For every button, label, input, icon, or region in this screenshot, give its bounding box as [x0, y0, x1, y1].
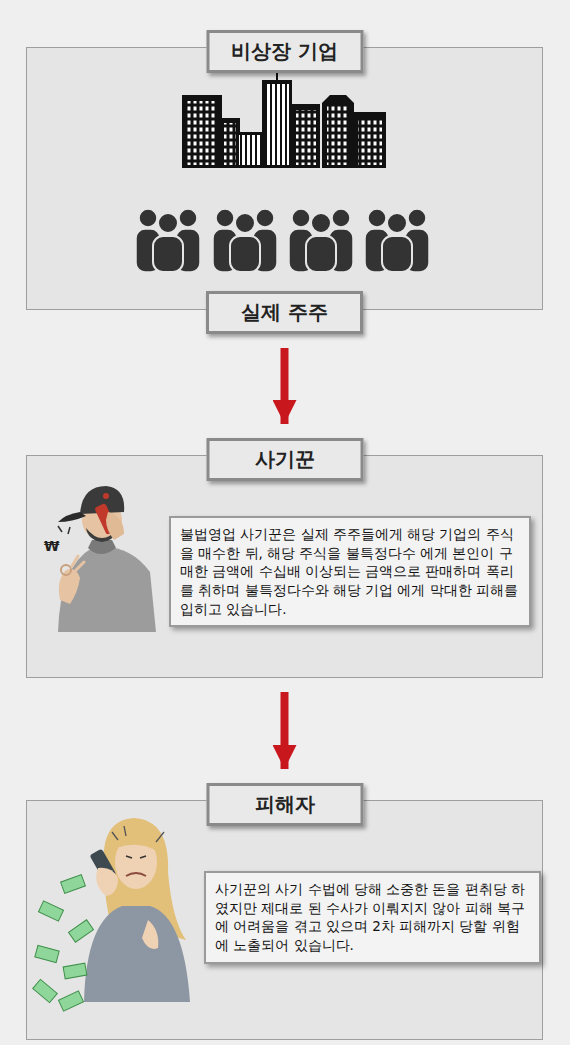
buildings — [182, 95, 222, 168]
description-box: 사기꾼의 사기 수법에 당해 소중한 돈을 편취당 하였지만 제대로 된 수사가… — [204, 871, 541, 964]
victim-figure — [84, 906, 190, 1002]
buildings — [187, 101, 217, 165]
victim-figure — [96, 868, 118, 896]
victim-figure — [112, 826, 164, 842]
buildings — [296, 110, 316, 165]
shareholder-icons — [136, 209, 200, 272]
section-title: 피해자 — [206, 783, 363, 826]
scammer-figure — [68, 527, 70, 534]
scammer-figure — [58, 512, 86, 522]
victim-figure — [140, 856, 146, 858]
tag-box: 실제 주주 — [206, 291, 363, 334]
scammer-figure — [61, 565, 71, 575]
shareholder-icons — [136, 209, 429, 272]
money-bills — [61, 875, 86, 894]
description-box: 불법영업 사기꾼은 실제 주주들에게 해당 기업의 주식을 매수한 뒤, 해당 … — [169, 516, 531, 627]
buildings — [182, 64, 386, 168]
node-text: 실제 주주 — [241, 299, 328, 326]
scammer-figure — [103, 493, 109, 499]
money-bills — [33, 979, 58, 1002]
shareholder-icons — [365, 209, 429, 272]
money-bills — [58, 991, 83, 1011]
buildings — [358, 118, 382, 165]
section-panel: 피해자사기꾼의 사기 수법에 당해 소중한 돈을 편취당 하였지만 제대로 된 … — [26, 800, 543, 1040]
scammer-figure — [58, 486, 156, 632]
money-bills — [63, 963, 87, 979]
scammer-figure — [88, 540, 116, 554]
flow-arrow — [281, 348, 289, 424]
money-bills — [38, 901, 63, 921]
victim-figure — [126, 873, 146, 876]
victim-figure — [142, 920, 158, 949]
shareholder-icons — [213, 209, 277, 272]
shareholder-icons — [289, 209, 353, 272]
victim-figure — [116, 832, 158, 852]
buildings — [322, 95, 354, 168]
buildings — [292, 104, 320, 168]
section-title: 비상장 기업 — [206, 30, 363, 73]
money-bills — [33, 875, 94, 1011]
money-bills — [35, 945, 59, 962]
scammer-figure — [72, 556, 78, 566]
node-text: 불법영업 사기꾼은 실제 주주들에게 해당 기업의 주식을 매수한 뒤, 해당 … — [180, 525, 520, 618]
buildings — [327, 106, 349, 165]
buildings — [262, 80, 292, 168]
node-text: 사기꾼의 사기 수법에 당해 소중한 돈을 편취당 하였지만 제대로 된 수사가… — [215, 880, 530, 955]
buildings — [354, 112, 386, 168]
section-title: 사기꾼 — [206, 438, 363, 481]
money-bills — [69, 920, 94, 942]
flow-arrow — [281, 692, 289, 769]
buildings — [224, 123, 236, 165]
victim-figure — [126, 856, 132, 858]
scammer-figure — [58, 547, 156, 632]
scammer-figure — [106, 512, 124, 540]
victim-figure — [84, 818, 190, 1002]
scammer-figure — [76, 562, 84, 570]
buildings — [276, 64, 278, 80]
currency-symbol: ₩ — [44, 538, 59, 554]
buildings — [265, 84, 289, 165]
scammer-figure — [58, 526, 62, 532]
